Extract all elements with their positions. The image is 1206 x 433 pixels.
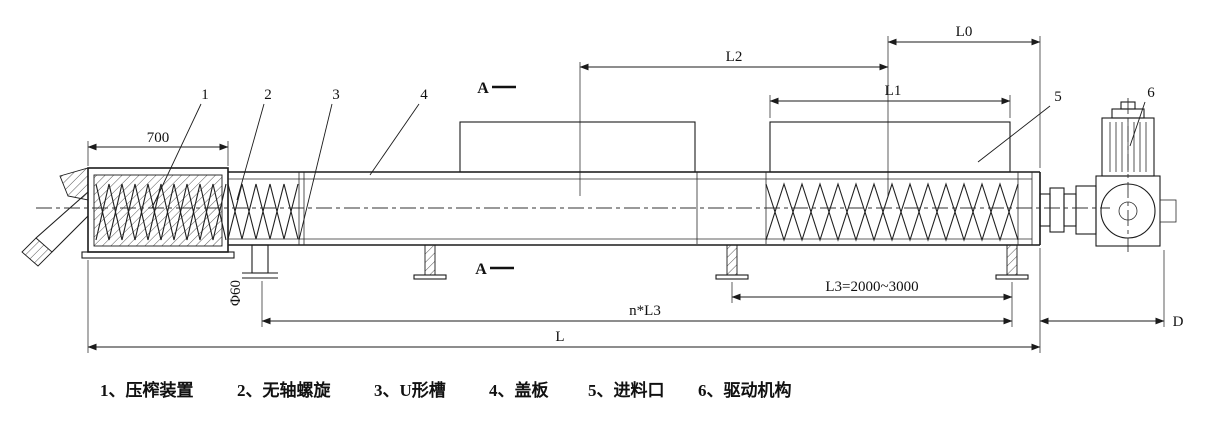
chute-inlet-wedge [59,167,89,201]
parts-legend: 1、压榨装置 2、无轴螺旋 3、U形槽 4、盖板 5、进料口 6、驱动机构 [100,380,792,400]
dim-label-l: L [555,329,564,345]
leg-base [413,274,447,280]
shaft-stub [1159,199,1177,223]
dim-label-n-l3: n*L3 [629,303,661,319]
feed-inlet-box [769,121,1011,173]
callout-4: 4 [420,87,428,103]
leader-line-2 [236,103,265,201]
screw-spiral-line [95,183,227,241]
leader-line-5 [977,105,1051,163]
callout-1: 1 [201,87,209,103]
pipe-body [251,244,269,274]
dim-l1: L1 [769,83,1011,118]
leader-line-1 [151,103,202,209]
dim-label-phi60: Φ60 [228,280,244,306]
legend-item-3: 3、U形槽 [374,380,446,400]
screw-spiral-line [765,182,1019,242]
screw-spiral-line [765,182,1019,242]
callout-5: 5 [1054,89,1062,105]
dim-label-700: 700 [147,130,170,146]
discharge-pipe [242,244,278,279]
coupling [1039,193,1051,227]
dim-n-l3: n*L3 [261,281,1013,327]
pressing-box-hatch [93,174,223,247]
dim-label-l0: L0 [956,24,973,40]
part-callouts: 1 2 3 4 5 6 [151,85,1155,241]
support-leg [1006,244,1018,276]
screw-spiral-line [227,183,299,240]
dim-d: D [1039,250,1184,330]
chute-edge [51,215,89,253]
legend-item-1: 1、压榨装置 [100,380,194,400]
dimension-annotations: 700 L2 L0 L1 L3=2000~3000 [87,24,1184,353]
section-label-a-top: A [477,80,489,97]
chute-end-cap [21,237,53,267]
cover-plates [459,121,1011,173]
leader-line-4 [369,103,420,176]
bearing-housing [1075,185,1097,235]
pressing-device [81,167,235,259]
dim-label-l2: L2 [726,49,743,65]
discharge-chute [21,167,89,267]
leader-line-3 [298,103,333,241]
drive-mechanism [1039,98,1177,252]
dim-700: 700 [87,130,229,166]
shaftless-screw [227,182,1019,242]
cover-box-left [459,121,696,173]
support-leg [424,244,436,276]
section-label-a-bottom: A [475,261,487,278]
machine-body [21,98,1177,280]
screw-spiral-line [95,183,227,241]
leg-base [715,274,749,280]
legend-item-6: 6、驱动机构 [698,380,792,400]
coupling [1049,187,1065,233]
dim-total-l: L [87,248,1041,353]
leg-base [995,274,1029,280]
callout-6: 6 [1147,85,1155,101]
dim-label-d: D [1173,314,1184,330]
callout-2: 2 [264,87,272,103]
dim-l0: L0 [887,24,1041,168]
legend-item-5: 5、进料口 [588,380,665,400]
coupling [1063,193,1077,227]
dim-phi60: Φ60 [228,280,244,306]
dim-label-l3: L3=2000~3000 [825,279,918,295]
legend-item-2: 2、无轴螺旋 [237,380,331,400]
chute-edge [35,191,89,239]
dim-l3: L3=2000~3000 [731,279,1013,327]
leader-line-6 [1129,101,1146,147]
callout-3: 3 [332,87,340,103]
dim-l2: L2 [579,36,889,196]
support-legs [413,244,1029,280]
section-marks: A A [475,80,516,278]
legend-item-4: 4、盖板 [489,380,549,400]
support-leg [726,244,738,276]
dim-label-l1: L1 [885,83,902,99]
pressing-base-plate [81,251,235,259]
